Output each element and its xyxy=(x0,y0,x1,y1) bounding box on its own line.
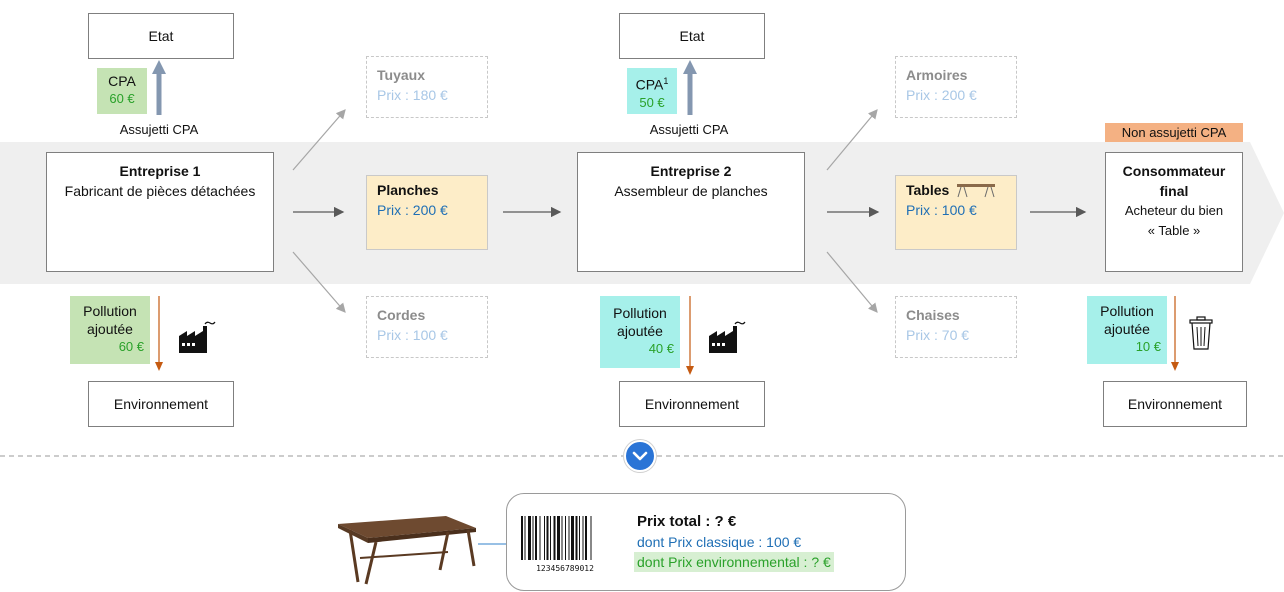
product-chaises: Chaises Prix : 70 € xyxy=(895,296,1017,358)
state-box-1: Etat xyxy=(88,13,234,59)
state-box-2: Etat xyxy=(619,13,765,59)
trash-icon xyxy=(1189,316,1213,350)
entreprise-1-box: Entreprise 1 Fabricant de pièces détaché… xyxy=(46,152,274,272)
table-image xyxy=(338,516,476,585)
price-panel-text: Prix total : ? € dont Prix classique : 1… xyxy=(634,512,905,572)
assujetti-label-2: Assujetti CPA xyxy=(649,122,729,137)
product-planches: Planches Prix : 200 € xyxy=(366,175,488,250)
environmental-price: dont Prix environnemental : ? € xyxy=(634,552,834,572)
product-tables: Tables Prix : 100 € xyxy=(895,175,1017,250)
environment-box-1: Environnement xyxy=(88,381,234,427)
cpa-badge-1: CPA 60 € xyxy=(97,68,147,114)
factory-icon xyxy=(709,321,746,353)
environment-box-2: Environnement xyxy=(619,381,765,427)
product-tuyaux: Tuyaux Prix : 180 € xyxy=(366,56,488,118)
chevron-down-icon xyxy=(632,451,648,461)
expand-button[interactable] xyxy=(624,440,656,472)
product-cordes: Cordes Prix : 100 € xyxy=(366,296,488,358)
barcode-icon: 123456789012 xyxy=(521,516,594,573)
entreprise-2-box: Entreprise 2 Assembleur de planches xyxy=(577,152,805,272)
cpa-badge-2: CPA1 50 € xyxy=(627,68,677,114)
environment-box-3: Environnement xyxy=(1103,381,1247,427)
pollution-badge-2: Pollution ajoutée 40 € xyxy=(600,296,680,368)
pollution-badge-3: Pollution ajoutée 10 € xyxy=(1087,296,1167,364)
product-armoires: Armoires Prix : 200 € xyxy=(895,56,1017,118)
barcode-number: 123456789012 xyxy=(536,564,594,573)
table-icon xyxy=(957,184,996,198)
non-assujetti-badge: Non assujetti CPA xyxy=(1105,123,1243,142)
classic-price: dont Prix classique : 100 € xyxy=(637,534,802,550)
total-price: Prix total : ? € xyxy=(637,513,737,530)
assujetti-label-1: Assujetti CPA xyxy=(119,122,199,137)
pollution-badge-1: Pollution ajoutée 60 € xyxy=(70,296,150,364)
consumer-box: Consommateur final Acheteur du bien « Ta… xyxy=(1105,152,1243,272)
factory-icon xyxy=(179,321,216,353)
